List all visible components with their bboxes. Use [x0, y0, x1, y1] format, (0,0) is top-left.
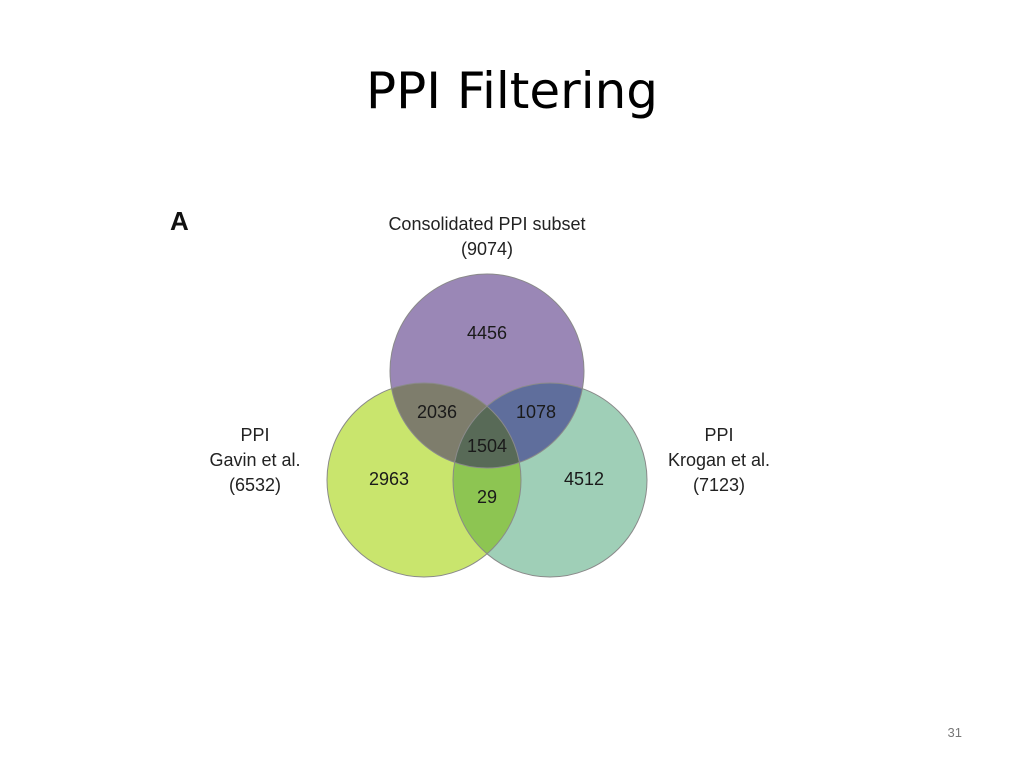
label-consolidated: Consolidated PPI subset (9074) [337, 212, 637, 262]
label-consolidated-name: Consolidated PPI subset [388, 214, 586, 234]
count-krogan-only: 4512 [564, 469, 604, 489]
venn-outline-krogan [452, 382, 648, 578]
label-krogan-name: Krogan et al. [667, 450, 771, 470]
count-gavin-only: 2963 [369, 469, 409, 489]
venn-outline-gavin [326, 382, 522, 578]
label-consolidated-count: (9074) [460, 239, 514, 259]
label-gavin-count: (6532) [228, 475, 282, 495]
label-gavin-type: PPI [240, 425, 270, 445]
label-krogan-type: PPI [704, 425, 734, 445]
count-consolidated-gavin: 2036 [417, 402, 457, 422]
label-gavin: PPI Gavin et al. (6532) [185, 423, 325, 498]
count-consolidated-krogan: 1078 [516, 402, 556, 422]
count-all-three: 1504 [467, 436, 507, 456]
label-gavin-name: Gavin et al. [209, 450, 301, 470]
count-gavin-krogan: 29 [477, 487, 497, 507]
venn-outline-consolidated [389, 273, 585, 469]
count-consolidated-only: 4456 [467, 323, 507, 343]
page-number: 31 [947, 725, 962, 740]
label-krogan: PPI Krogan et al. (7123) [644, 423, 794, 498]
slide-title: PPI Filtering [365, 62, 659, 120]
venn-region-all-three [453, 383, 521, 468]
panel-letter: A [170, 206, 189, 236]
label-krogan-count: (7123) [692, 475, 746, 495]
